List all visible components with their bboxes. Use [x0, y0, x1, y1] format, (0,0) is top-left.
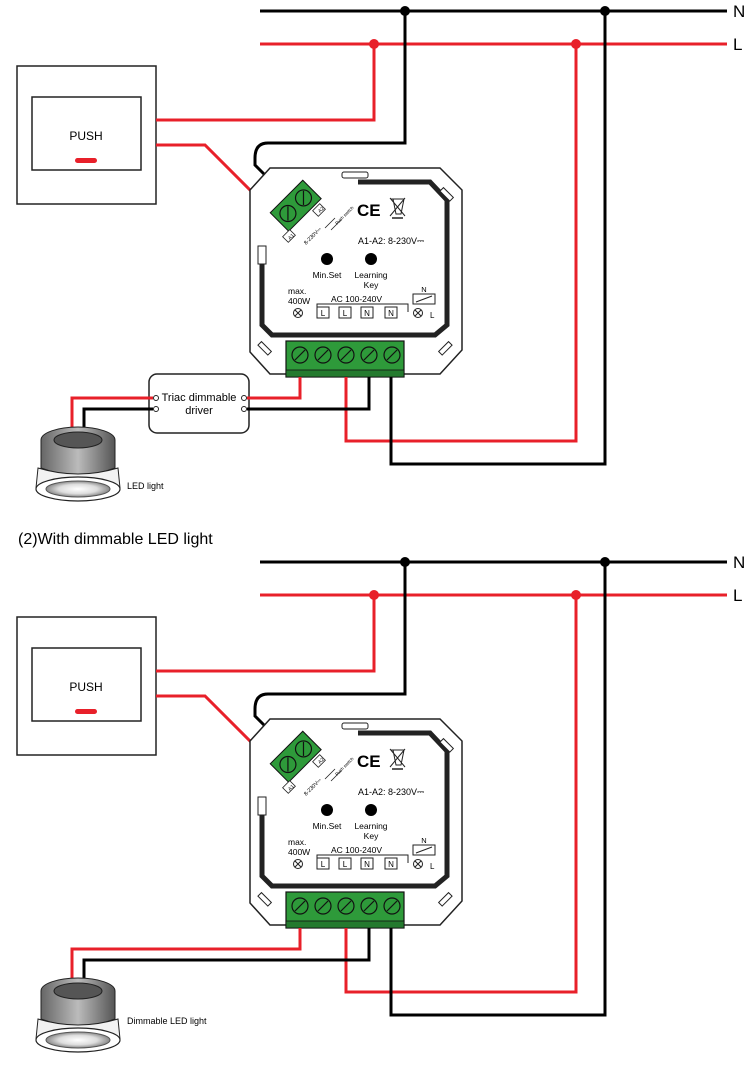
driver-terminal — [241, 395, 247, 401]
push-switch-label: PUSH — [69, 680, 102, 694]
switch-live-wire — [156, 44, 376, 122]
terminal-label: L — [343, 860, 348, 869]
minset-label: Min.Set — [313, 270, 342, 280]
neutral-feed-wire — [253, 11, 407, 192]
driver-terminal — [153, 406, 159, 412]
relay-l-label: L — [430, 311, 435, 320]
l-rail-label-2: L — [733, 586, 742, 605]
n-rail-label-1: N — [733, 2, 745, 21]
driver-label-2: driver — [185, 405, 213, 417]
relay-l-label: L — [430, 862, 435, 871]
switch-live-wire — [156, 595, 376, 673]
terminal-label: L — [343, 309, 348, 318]
led-light-label: LED light — [127, 481, 164, 491]
terminal-label: N — [388, 860, 394, 869]
module-neutral-wire — [389, 562, 607, 1017]
a1-label: A1 — [287, 784, 296, 793]
led-neutral-wire — [82, 928, 371, 981]
n-rail-label-2: N — [733, 553, 745, 572]
a2-label: A2 — [317, 757, 326, 766]
max-label-2: 400W — [288, 296, 310, 306]
module-neutral-wire — [389, 11, 607, 466]
a1a2-rating: A1-A2: 8-230V⎓ — [358, 787, 424, 797]
diagram-2-title: (2)With dimmable LED light — [18, 531, 213, 548]
ac-rating: AC 100-240V — [331, 845, 382, 855]
learning-label-1: Learning — [354, 270, 387, 280]
dimmable-led-label: Dimmable LED light — [127, 1016, 207, 1026]
driver-neutral-wire — [247, 377, 371, 411]
terminal-label: L — [321, 309, 326, 318]
neutral-feed-wire — [253, 562, 407, 743]
triac-driver-box — [148, 373, 250, 434]
push-switch-label: PUSH — [69, 129, 102, 143]
ce-mark: CE — [357, 752, 381, 771]
terminal-label: N — [364, 860, 370, 869]
terminal-label: N — [388, 309, 394, 318]
max-label-1: max. — [288, 837, 306, 847]
driver-live-wire — [247, 377, 302, 400]
driver-label-1: Triac dimmable — [162, 392, 237, 404]
terminal-label: L — [321, 860, 326, 869]
led-neutral-wire — [82, 407, 153, 430]
driver-terminal — [241, 406, 247, 412]
learning-label-2: Key — [364, 280, 379, 290]
l-rail-label-1: L — [733, 35, 742, 54]
led-lamp-2 — [35, 977, 121, 1053]
max-label-1: max. — [288, 286, 306, 296]
relay-n-label: N — [421, 285, 426, 294]
max-label-2: 400W — [288, 847, 310, 857]
diagram-1: N L PUSH CE A1-A2: 8-230V⎓ Min.Set Learn… — [16, 2, 745, 502]
a1-label: A1 — [287, 233, 296, 242]
a2-label: A2 — [317, 206, 326, 215]
led-live-wire — [70, 928, 302, 981]
diagram-2: N L PUSH CE A1-A2: 8-230V⎓ Min.Set Learn… — [16, 553, 745, 1053]
minset-label: Min.Set — [313, 821, 342, 831]
switch-output-wire — [156, 694, 270, 761]
driver-terminal — [153, 395, 159, 401]
a1a2-rating: A1-A2: 8-230V⎓ — [358, 236, 424, 246]
learning-label-2: Key — [364, 831, 379, 841]
relay-n-label: N — [421, 836, 426, 845]
ce-mark: CE — [357, 201, 381, 220]
led-live-wire — [70, 396, 153, 430]
learning-label-1: Learning — [354, 821, 387, 831]
ac-rating: AC 100-240V — [331, 294, 382, 304]
switch-output-wire — [156, 143, 270, 210]
led-lamp-1 — [35, 426, 121, 502]
terminal-label: N — [364, 309, 370, 318]
